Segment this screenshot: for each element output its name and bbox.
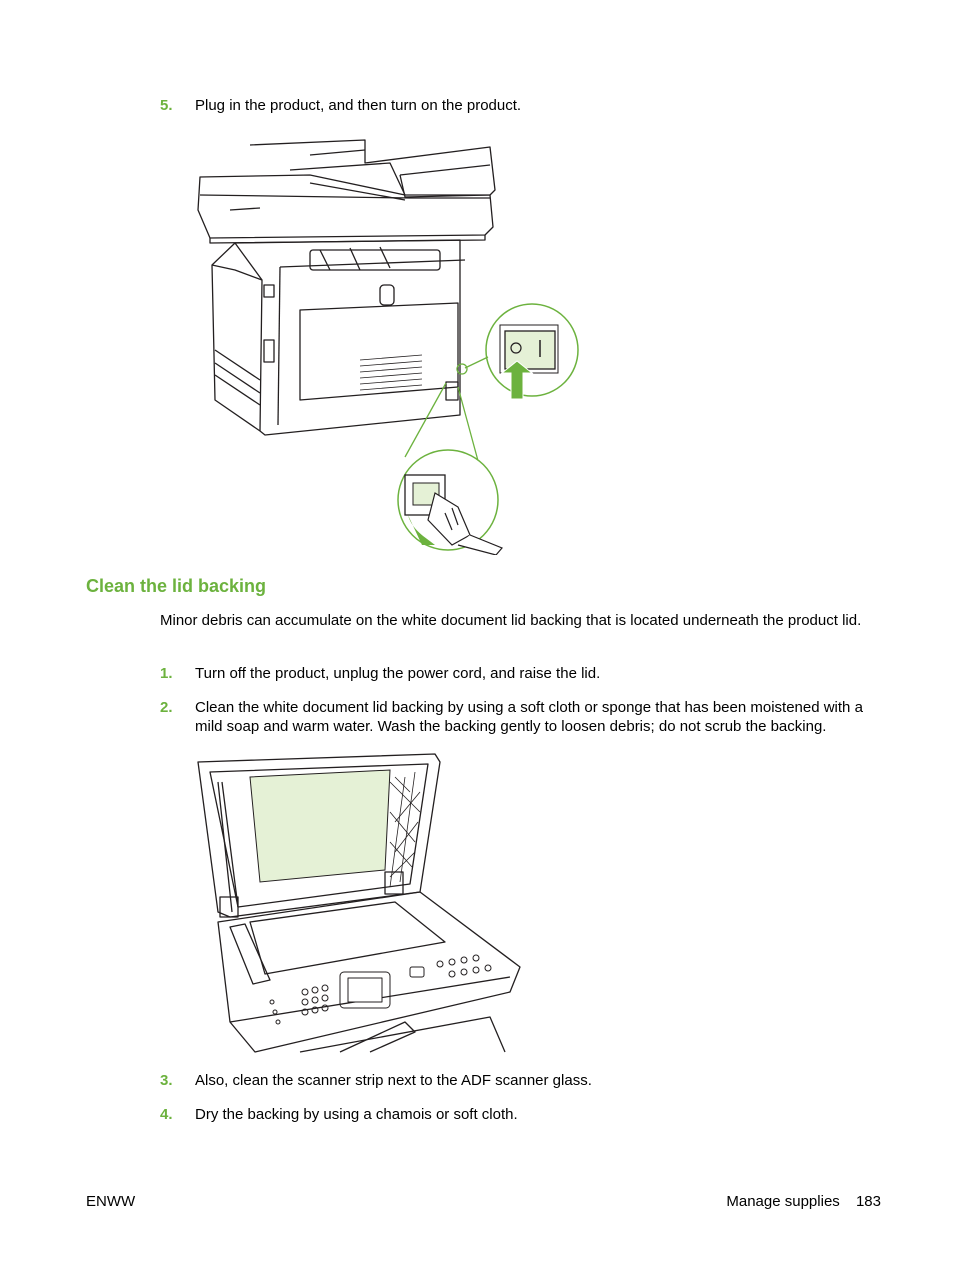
- control-panel: [269, 954, 492, 1025]
- intro-paragraph: Minor debris can accumulate on the white…: [160, 612, 862, 629]
- step-1: 1. Turn off the product, unplug the powe…: [160, 664, 884, 683]
- lid-backing-highlight: [249, 769, 391, 883]
- step-text: Also, clean the scanner strip next to th…: [195, 1072, 592, 1089]
- arrow-up-icon: [500, 360, 534, 400]
- footer-section: Manage supplies: [726, 1193, 840, 1210]
- scanner-lid-illustration: [197, 753, 521, 1053]
- power-switch-callout: [485, 303, 579, 400]
- power-switch-icon: [504, 330, 556, 370]
- scanner-body: [197, 174, 494, 239]
- step-text: Dry the backing by using a chamois or so…: [195, 1106, 518, 1123]
- step-number: 5.: [160, 97, 173, 114]
- footer-right: Manage supplies 183: [726, 1193, 881, 1210]
- step-2: 2. Clean the white document lid backing …: [160, 698, 884, 736]
- printer-power-illustration: [197, 139, 579, 555]
- step-text: Clean the white document lid backing by …: [195, 699, 863, 735]
- power-cord-callout: [397, 449, 503, 555]
- step-4: 4. Dry the backing by using a chamois or…: [160, 1105, 884, 1124]
- adf-top: [249, 139, 496, 198]
- adf-strip: [229, 923, 271, 985]
- step-number: 1.: [160, 665, 173, 682]
- step-text: Turn off the product, unplug the power c…: [195, 665, 601, 682]
- step-number: 4.: [160, 1106, 173, 1123]
- step-number: 3.: [160, 1072, 173, 1089]
- section-heading: Clean the lid backing: [86, 576, 267, 596]
- printer-body: [211, 239, 461, 436]
- step-3: 3. Also, clean the scanner strip next to…: [160, 1071, 884, 1090]
- power-cord-plug-icon: [427, 492, 503, 555]
- step-number: 2.: [160, 699, 173, 716]
- step-5: 5. Plug in the product, and then turn on…: [160, 96, 884, 115]
- footer-left: ENWW: [86, 1193, 136, 1210]
- page-number: 183: [855, 1193, 881, 1210]
- step-text: Plug in the product, and then turn on th…: [195, 97, 522, 114]
- rear-door: [299, 302, 459, 401]
